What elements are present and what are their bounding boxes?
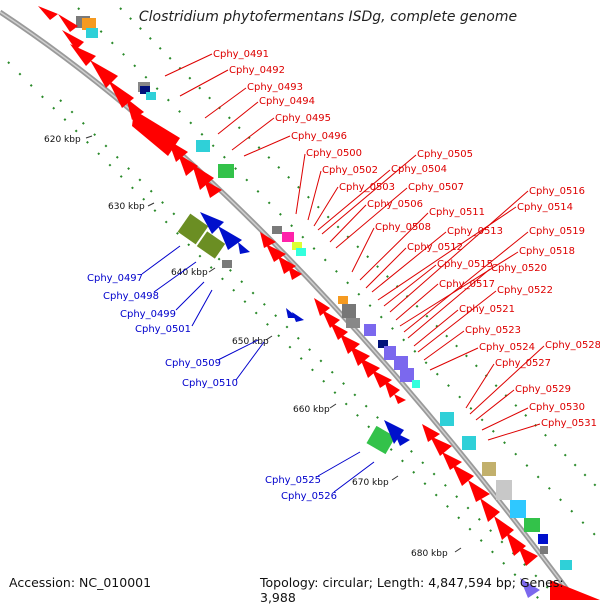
gene-label: Cphy_0512 [407,242,463,253]
gene-label: Cphy_0496 [291,131,347,142]
gene-label: Cphy_0503 [339,182,395,193]
accession-text: Accession: NC_010001 [9,575,152,590]
gene-label: Cphy_0518 [519,246,575,257]
gene-label: Cphy_0520 [491,263,547,274]
tick-label: 680 kbp [411,549,448,559]
gene-label: Cphy_0506 [367,199,423,210]
gene-label: Cphy_0531 [541,418,597,429]
reverse-labels: Cphy_0497 Cphy_0498 Cphy_0499 Cphy_0501 … [87,273,337,502]
gene-label: Cphy_0528 [545,340,600,351]
tick-label: 620 kbp [44,135,81,145]
topology-text: Topology: circular; Length: 4,847,594 bp… [260,575,564,605]
gene-label: Cphy_0500 [306,148,362,159]
gene-label: Cphy_0514 [517,202,573,213]
gene-label: Cphy_0525 [265,475,321,486]
kbp-labels: 620 kbp 630 kbp 640 kbp 650 kbp 660 kbp … [44,135,448,559]
gene-label: Cphy_0513 [447,226,503,237]
tick-label: 660 kbp [293,405,330,415]
tick-label: 630 kbp [108,202,145,212]
gene-label: Cphy_0505 [417,149,473,160]
gene-label: Cphy_0492 [229,65,285,76]
gene-label: Cphy_0526 [281,491,337,502]
tick-label: 670 kbp [352,478,389,488]
gene-label: Cphy_0497 [87,273,143,284]
gene-label: Cphy_0515 [437,259,493,270]
gene-label: Cphy_0521 [459,304,515,315]
forward-genes [38,6,600,600]
gene-label: Cphy_0504 [391,164,447,175]
gene-label: Cphy_0499 [120,309,176,320]
gene-label: Cphy_0495 [275,113,331,124]
forward-labels: Cphy_0491 Cphy_0492 Cphy_0493 Cphy_0494 … [213,49,600,429]
reverse-genes [177,212,410,455]
gene-label: Cphy_0509 [165,358,221,369]
dotted-guides [7,7,600,600]
forward-label-lines [164,53,545,441]
genome-backbone [0,9,578,600]
gene-label: Cphy_0516 [529,186,585,197]
gene-label: Cphy_0524 [479,342,535,353]
reverse-label-lines [141,245,375,493]
gene-label: Cphy_0508 [375,222,431,233]
gene-label: Cphy_0523 [465,325,521,336]
gene-label: Cphy_0530 [529,402,585,413]
gene-label: Cphy_0519 [529,226,585,237]
map-title: Clostridium phytofermentans ISDg, comple… [138,9,518,25]
gene-label: Cphy_0498 [103,291,159,302]
tick-label: 650 kbp [232,337,269,347]
gene-label: Cphy_0527 [495,358,551,369]
gene-label: Cphy_0511 [429,207,485,218]
gene-label: Cphy_0510 [182,378,238,389]
gene-label: Cphy_0491 [213,49,269,60]
gene-label: Cphy_0529 [515,384,571,395]
gene-label: Cphy_0501 [135,324,191,335]
gene-label: Cphy_0494 [259,96,315,107]
tick-label: 640 kbp [171,268,208,278]
gene-label: Cphy_0522 [497,285,553,296]
gene-label: Cphy_0502 [322,165,378,176]
gene-label: Cphy_0517 [439,279,495,290]
gene-label: Cphy_0493 [247,82,303,93]
gene-label: Cphy_0507 [408,182,464,193]
kbp-ticks [85,135,462,553]
